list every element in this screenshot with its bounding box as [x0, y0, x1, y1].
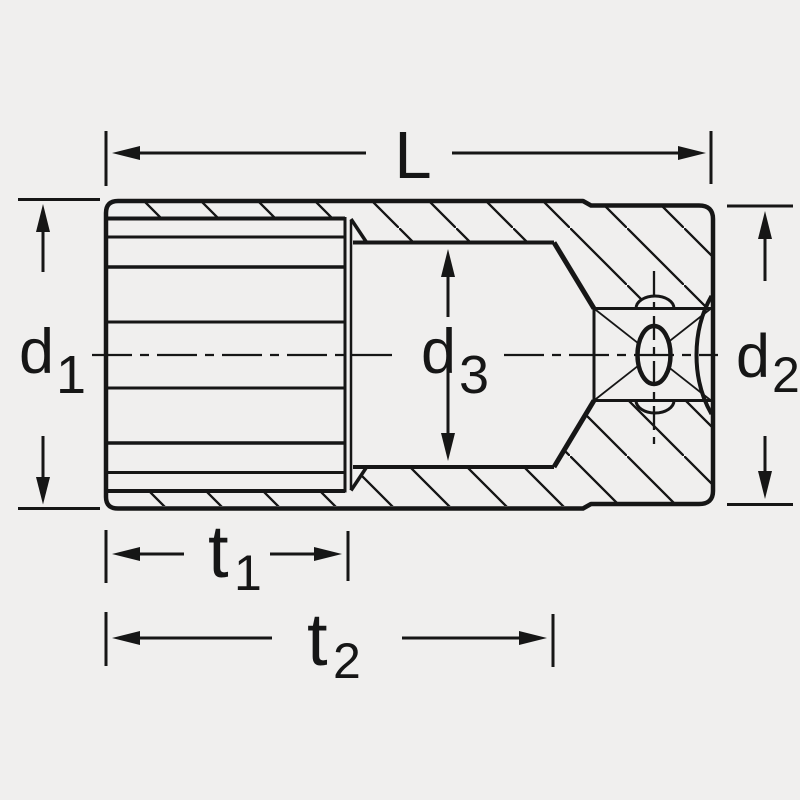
dim-label-d3: d [421, 317, 456, 387]
arrowhead-right [678, 146, 706, 160]
funnel-cone-top [551, 241, 597, 310]
dim-label-d3-sub: 3 [459, 345, 489, 405]
detent-bump-top-arc [634, 294, 676, 309]
dimension-d3: d 3 [421, 249, 489, 461]
arrowhead-left [112, 631, 140, 645]
hatch-top-region [108, 203, 711, 307]
serration-lines [108, 216, 369, 493]
dim-label-t1: t [208, 510, 229, 593]
dimension-t2: t 2 [104, 598, 555, 689]
dimension-d1: d 1 [18, 198, 100, 510]
arrowhead-down [441, 433, 455, 461]
arrowhead-up [441, 249, 455, 277]
arrowhead-down [758, 471, 772, 499]
socket-outline [103, 198, 716, 511]
inner-bore [353, 240, 597, 469]
dimension-t1: t 1 [104, 510, 350, 601]
dim-label-t2-sub: 2 [333, 633, 361, 689]
drive-face-arc [694, 295, 714, 415]
hatch-bottom-region [108, 402, 711, 506]
arrowhead-right [519, 631, 547, 645]
dim-label-d2-sub: 2 [772, 347, 800, 403]
bore-chamfer-top [349, 218, 369, 244]
dim-label-L: L [394, 118, 431, 193]
arrowhead-left [112, 547, 140, 561]
dimension-d2: d 2 [727, 204, 800, 506]
bore-chamfer-bottom [349, 465, 369, 492]
dim-label-d1: d [19, 317, 54, 387]
arrowhead-left [112, 146, 140, 160]
arrowhead-down [36, 477, 50, 505]
arrowhead-right [314, 547, 342, 561]
dim-label-t1-sub: 1 [234, 545, 262, 601]
centerlines [92, 271, 718, 449]
dim-label-t2: t [307, 598, 328, 681]
dimension-L: L [104, 118, 713, 193]
arrowhead-up [36, 204, 50, 232]
dim-label-d1-sub: 1 [56, 345, 86, 405]
funnel-cone-bottom [551, 399, 597, 469]
arrowhead-up [758, 211, 772, 239]
dim-label-d2: d [736, 322, 770, 390]
